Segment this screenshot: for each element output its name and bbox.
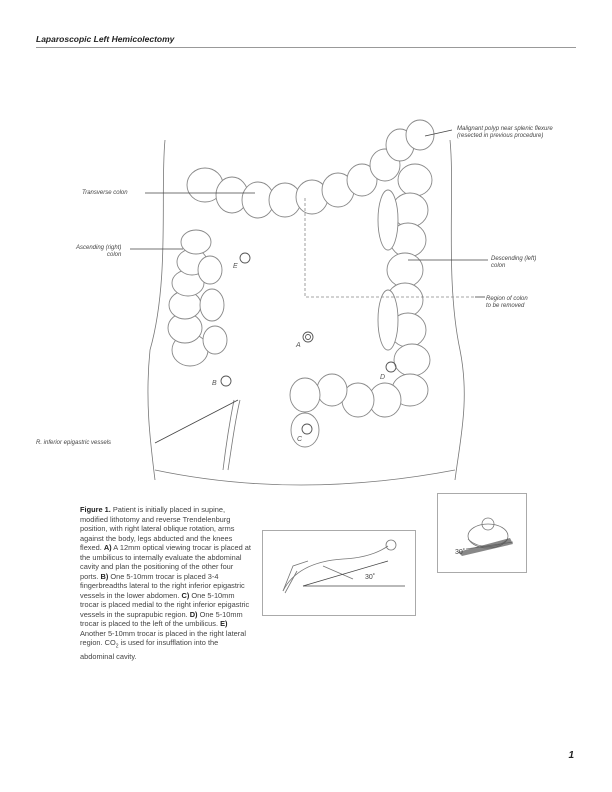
page-number: 1 xyxy=(568,750,574,761)
angle-label-left: 30˚ xyxy=(365,574,376,581)
running-header-title: Laparoscopic Left Hemicolectomy xyxy=(36,34,175,44)
label-ascending-colon: Ascending (right) colon xyxy=(76,245,122,258)
label-transverse-colon: Transverse colon xyxy=(82,190,128,196)
patient-rotation-drawing xyxy=(458,517,514,556)
caption-key-a: A) xyxy=(103,543,112,552)
caption-text-e: Another 5-10mm trocar is placed in the r… xyxy=(80,628,246,648)
label-region-to-remove: Region of colon to be removed xyxy=(486,296,528,309)
patient-side-drawing xyxy=(282,539,405,594)
port-label-d: D xyxy=(380,374,386,381)
colon-anatomy-illustration xyxy=(130,119,488,486)
inset-patient-rotation xyxy=(437,493,527,573)
label-malignant-polyp: Malignant polyp near splenic flexure (re… xyxy=(457,126,553,139)
caption-text-b: One 5-10mm trocar is placed 3-4 fingerbr… xyxy=(80,571,245,600)
caption-text-c: One 5-10mm trocar is placed medial to th… xyxy=(80,590,250,619)
port-label-a: A xyxy=(296,342,301,349)
caption-key-c: C) xyxy=(181,590,190,600)
angle-label-right: 30˚ xyxy=(455,549,466,556)
header-rule xyxy=(36,47,576,48)
port-label-c: C xyxy=(297,436,303,443)
caption-co2-subscript: 2 xyxy=(115,643,119,650)
port-label-b: B xyxy=(212,380,217,387)
figure-caption: Figure 1. Patient is initially placed in… xyxy=(80,505,252,661)
caption-key-d: D) xyxy=(189,609,198,619)
caption-end-text: is used for insufflation into the abdomi… xyxy=(80,638,219,661)
caption-key-b: B) xyxy=(100,571,109,581)
caption-text-a: A 12mm optical viewing trocar is placed … xyxy=(80,543,251,581)
label-descending-colon: Descending (left) colon xyxy=(491,256,537,269)
label-epigastric-vessels: R. inferior epigastric vessels xyxy=(36,440,112,446)
caption-intro: Patient is initially placed in supine, m… xyxy=(80,505,235,552)
inset-patient-position-side xyxy=(262,530,416,616)
caption-heading: Figure 1. xyxy=(80,505,111,514)
caption-text-d: One 5-10mm trocar is placed to the left … xyxy=(80,609,243,629)
caption-key-e: E) xyxy=(220,619,228,628)
port-label-e: E xyxy=(233,263,238,270)
